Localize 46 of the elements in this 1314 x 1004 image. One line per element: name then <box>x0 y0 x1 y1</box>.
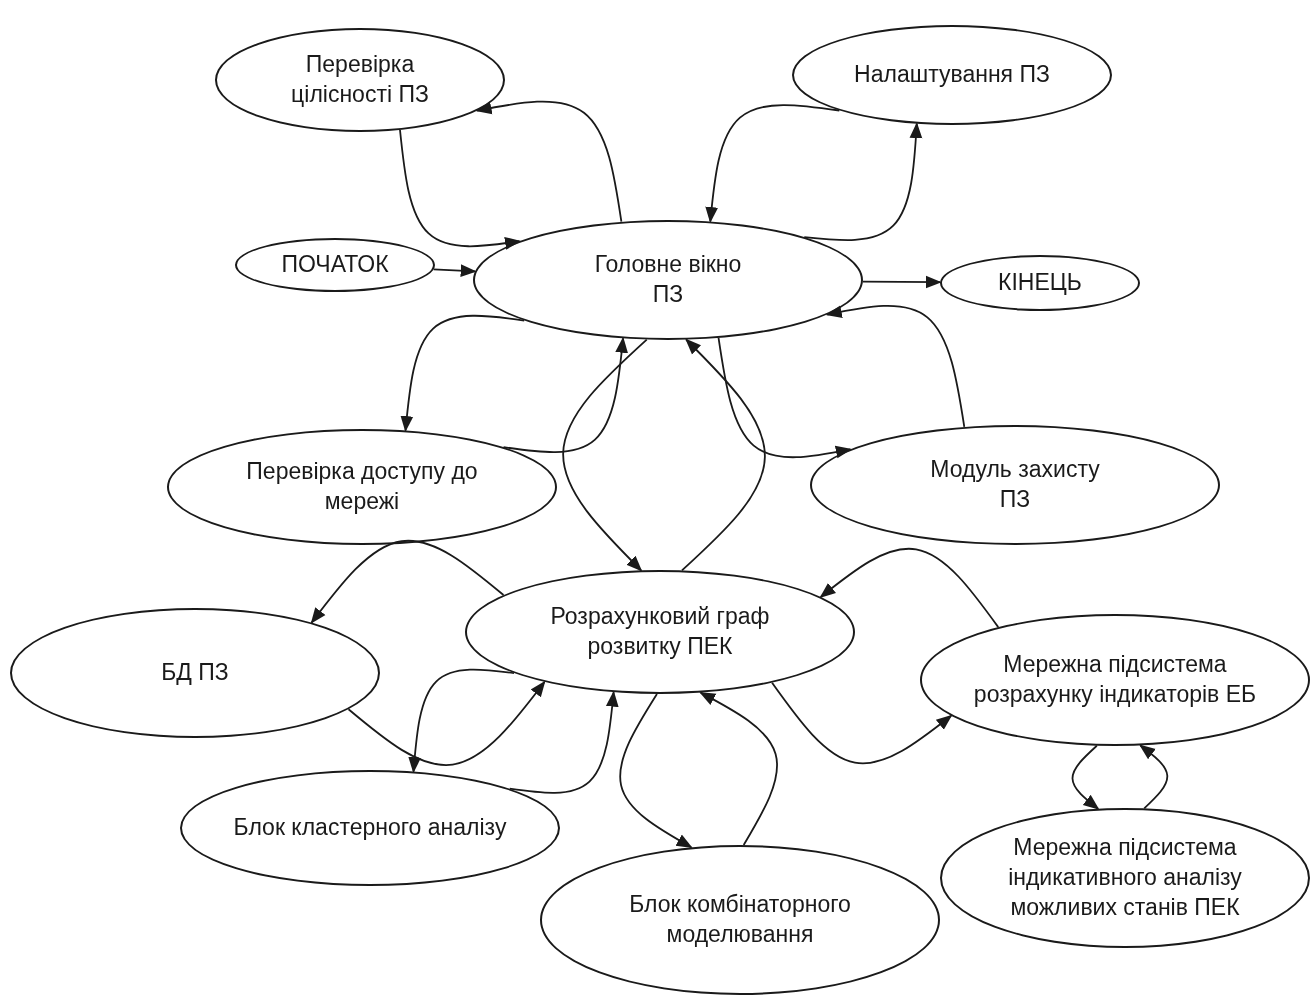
arrow <box>619 693 693 849</box>
ellipse-node <box>10 608 380 738</box>
arrow <box>819 547 1000 629</box>
node-label: Модуль захисту ПЗ <box>929 455 1101 514</box>
arrow <box>508 690 619 794</box>
arrow <box>562 338 648 572</box>
node-label: КІНЕЦЬ <box>998 268 1082 298</box>
node-label: Перевірка цілісності ПЗ <box>290 50 430 109</box>
node-label: ПОЧАТОК <box>281 250 389 280</box>
arrow <box>310 539 505 624</box>
arrow <box>475 100 623 223</box>
arrow <box>771 681 953 765</box>
ellipse-node <box>792 25 1112 125</box>
arrow <box>1139 744 1169 810</box>
node-label: Головне вікно ПЗ <box>593 250 743 309</box>
arrow <box>400 314 526 433</box>
arrow <box>681 338 766 572</box>
arrow <box>1071 744 1100 810</box>
arrow <box>399 129 522 250</box>
node-label: Мережна підсистема індикативного аналізу можливих станів ПЕК <box>1007 833 1243 922</box>
node-label: Блок комбінаторного моделювання <box>628 890 852 949</box>
ellipse-node <box>940 255 1140 311</box>
node-label: Блок кластерного аналізу <box>233 813 507 843</box>
ellipse-node <box>940 808 1310 948</box>
ellipse-node <box>540 845 940 995</box>
arrow <box>862 275 942 289</box>
node-label: Перевірка доступу до мережі <box>245 457 479 516</box>
ellipse-node <box>235 238 435 292</box>
arrow <box>432 264 477 278</box>
ellipse-node <box>167 429 557 545</box>
arrow <box>717 337 852 459</box>
arrow <box>408 668 515 774</box>
arrow <box>803 122 923 242</box>
node-label: БД ПЗ <box>161 658 229 688</box>
node-label: Мережна підсистема розрахунку індикаторів ЕБ <box>972 650 1258 709</box>
ellipse-node <box>473 220 863 340</box>
ellipse-node <box>920 614 1310 746</box>
arrow <box>347 680 546 766</box>
ellipse-node <box>215 28 505 132</box>
node-label: Налаштування ПЗ <box>854 60 1050 90</box>
ellipse-node <box>180 770 560 886</box>
arrow <box>699 691 778 846</box>
arrow <box>705 104 841 223</box>
ellipse-node <box>810 425 1220 545</box>
ellipse-node <box>465 570 855 694</box>
node-label: Розрахунковий граф розвитку ПЕК <box>549 602 771 661</box>
